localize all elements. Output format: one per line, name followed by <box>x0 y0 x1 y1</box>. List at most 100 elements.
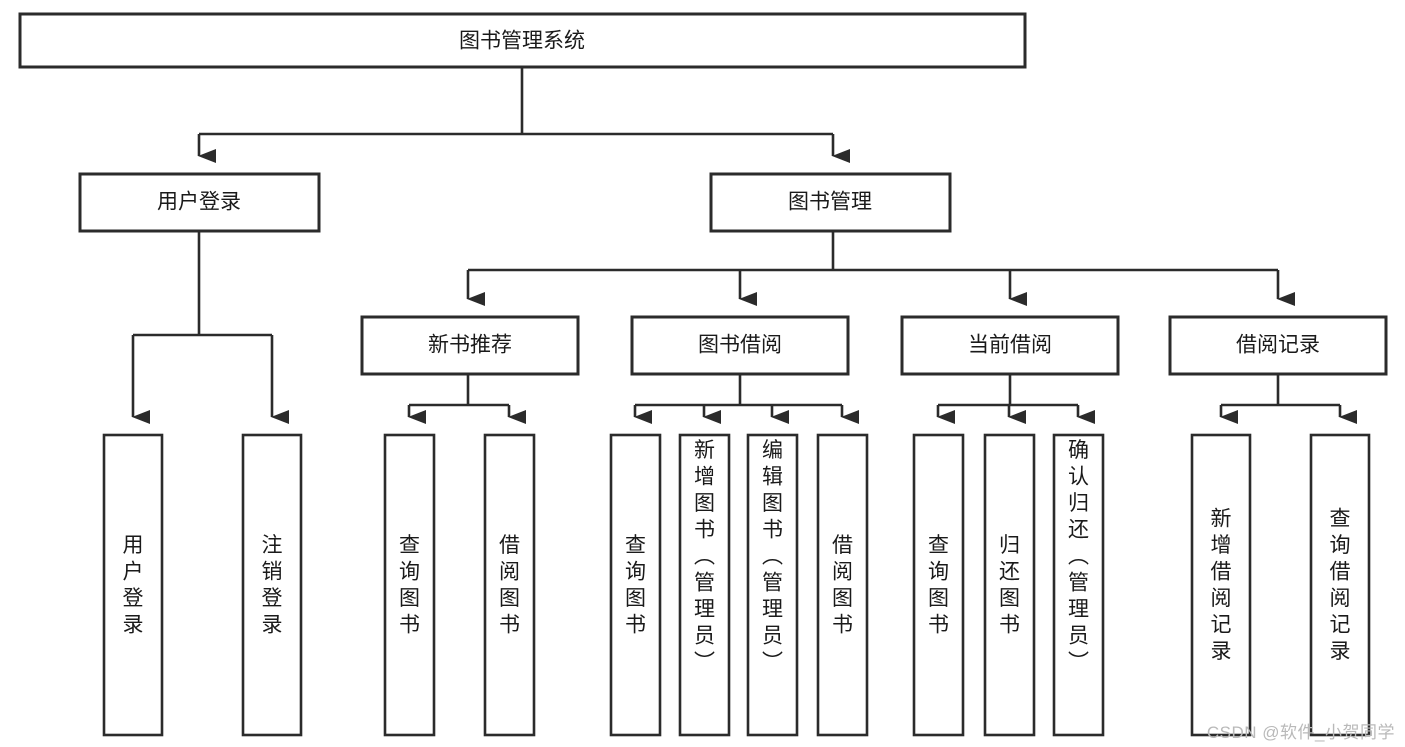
glyph: 增 <box>1211 534 1232 557</box>
glyph: 还 <box>999 561 1020 584</box>
node-borrow-record[interactable]: 借阅记录 <box>1168 315 1388 376</box>
glyph: 阅 <box>832 561 853 584</box>
node-user-login-label: 用户登录 <box>157 191 241 214</box>
glyph: 询 <box>1330 534 1351 557</box>
glyph: 图 <box>999 587 1020 610</box>
node-borrow-record-label: 借阅记录 <box>1236 334 1320 357</box>
glyph: 记 <box>1330 614 1351 637</box>
glyph: 书 <box>625 614 646 637</box>
node-leaf-query-borrow-record-label: 查询借阅记录 <box>1330 508 1351 664</box>
glyph: 询 <box>399 561 420 584</box>
glyph: ︶ <box>694 651 715 674</box>
node-leaf-return-book-box[interactable] <box>983 433 1036 737</box>
glyph: 查 <box>1330 508 1351 531</box>
node-leaf-query-book-current-label: 查询图书 <box>928 534 949 637</box>
glyph: 还 <box>1068 519 1089 542</box>
glyph: ︶ <box>762 651 783 674</box>
glyph: 归 <box>999 534 1020 557</box>
glyph: 理 <box>762 598 783 621</box>
node-leaf-add-book-admin-label: 新增图书︵管理员︶ <box>694 439 715 674</box>
glyph: 书 <box>928 614 949 637</box>
node-leaf-borrow-book-box[interactable] <box>816 433 869 737</box>
glyph: 增 <box>694 466 715 489</box>
glyph: 图 <box>499 587 520 610</box>
glyph: 询 <box>928 561 949 584</box>
node-leaf-add-borrow-record-box[interactable] <box>1190 433 1252 737</box>
glyph: 管 <box>762 572 783 595</box>
node-leaf-borrow-book-rec-label: 借阅图书 <box>499 534 520 637</box>
node-leaf-borrow-book-rec[interactable]: 借阅图书 <box>483 433 536 737</box>
glyph: 图 <box>928 587 949 610</box>
node-current-borrow[interactable]: 当前借阅 <box>900 315 1120 376</box>
node-leaf-query-borrow-record[interactable]: 查询借阅记录 <box>1309 433 1371 737</box>
node-book-manage[interactable]: 图书管理 <box>709 172 952 233</box>
glyph: 书 <box>499 614 520 637</box>
node-leaf-add-book-admin-box[interactable] <box>678 433 731 737</box>
node-leaf-add-book-admin[interactable]: 新增图书︵管理员︶ <box>678 433 731 737</box>
node-book-manage-label: 图书管理 <box>788 191 872 214</box>
node-current-borrow-box[interactable] <box>900 315 1120 376</box>
node-root[interactable]: 图书管理系统 <box>18 12 1027 69</box>
node-leaf-edit-book-admin[interactable]: 编辑图书︵管理员︶ <box>746 433 799 737</box>
glyph: 登 <box>123 587 144 610</box>
node-leaf-user-login-box[interactable] <box>102 433 164 737</box>
node-leaf-add-borrow-record-label: 新增借阅记录 <box>1211 508 1232 664</box>
node-leaf-query-book-rec[interactable]: 查询图书 <box>383 433 436 737</box>
glyph: 询 <box>625 561 646 584</box>
glyph: 阅 <box>1330 587 1351 610</box>
connector-layer <box>131 67 1357 424</box>
node-root-box[interactable] <box>18 12 1027 69</box>
node-book-borrow[interactable]: 图书借阅 <box>630 315 850 376</box>
node-leaf-query-book-current[interactable]: 查询图书 <box>912 433 965 737</box>
node-book-manage-box[interactable] <box>709 172 952 233</box>
node-leaf-user-login-label: 用户登录 <box>123 534 144 637</box>
glyph: 书 <box>399 614 420 637</box>
glyph: 员 <box>762 625 783 648</box>
node-leaf-query-book-rec-label: 查询图书 <box>399 534 420 637</box>
node-user-login[interactable]: 用户登录 <box>78 172 321 233</box>
node-leaf-return-book[interactable]: 归还图书 <box>983 433 1036 737</box>
glyph: 录 <box>123 614 144 637</box>
glyph: 理 <box>1068 598 1089 621</box>
node-new-book-rec[interactable]: 新书推荐 <box>360 315 580 376</box>
glyph: 新 <box>694 439 715 462</box>
node-leaf-borrow-book[interactable]: 借阅图书 <box>816 433 869 737</box>
node-leaf-query-book-borrow[interactable]: 查询图书 <box>609 433 662 737</box>
node-leaf-logout-login[interactable]: 注销登录 <box>241 433 303 737</box>
node-leaf-edit-book-admin-label: 编辑图书︵管理员︶ <box>762 439 783 674</box>
glyph: 理 <box>694 598 715 621</box>
glyph: ︵ <box>1068 545 1089 568</box>
glyph: ︶ <box>1068 651 1089 674</box>
node-leaf-confirm-return-admin[interactable]: 确认归还︵管理员︶ <box>1052 433 1105 737</box>
glyph: 登 <box>262 587 283 610</box>
node-user-login-box[interactable] <box>78 172 321 233</box>
node-new-book-rec-box[interactable] <box>360 315 580 376</box>
glyph: 新 <box>1211 508 1232 531</box>
glyph: 录 <box>262 614 283 637</box>
node-leaf-borrow-book-rec-box[interactable] <box>483 433 536 737</box>
node-borrow-record-box[interactable] <box>1168 315 1388 376</box>
node-leaf-query-book-current-box[interactable] <box>912 433 965 737</box>
glyph: 户 <box>123 561 144 584</box>
glyph: 书 <box>762 519 783 542</box>
node-root-label: 图书管理系统 <box>459 30 585 53</box>
node-book-borrow-box[interactable] <box>630 315 850 376</box>
node-leaf-query-book-borrow-box[interactable] <box>609 433 662 737</box>
glyph: 用 <box>123 534 144 557</box>
node-leaf-query-borrow-record-box[interactable] <box>1309 433 1371 737</box>
node-leaf-user-login[interactable]: 用户登录 <box>102 433 164 737</box>
node-leaf-logout-login-box[interactable] <box>241 433 303 737</box>
glyph: 记 <box>1211 614 1232 637</box>
node-leaf-return-book-label: 归还图书 <box>999 534 1020 637</box>
node-leaf-edit-book-admin-box[interactable] <box>746 433 799 737</box>
node-leaf-add-borrow-record[interactable]: 新增借阅记录 <box>1190 433 1252 737</box>
glyph: 录 <box>1211 640 1232 663</box>
leaf-node-layer: 用户登录注销登录查询图书借阅图书查询图书新增图书︵管理员︶编辑图书︵管理员︶借阅… <box>102 433 1371 737</box>
glyph: 阅 <box>1211 587 1232 610</box>
glyph: ︵ <box>694 545 715 568</box>
node-leaf-confirm-return-admin-box[interactable] <box>1052 433 1105 737</box>
glyph: 录 <box>1330 640 1351 663</box>
glyph: 查 <box>928 534 949 557</box>
node-leaf-query-book-rec-box[interactable] <box>383 433 436 737</box>
